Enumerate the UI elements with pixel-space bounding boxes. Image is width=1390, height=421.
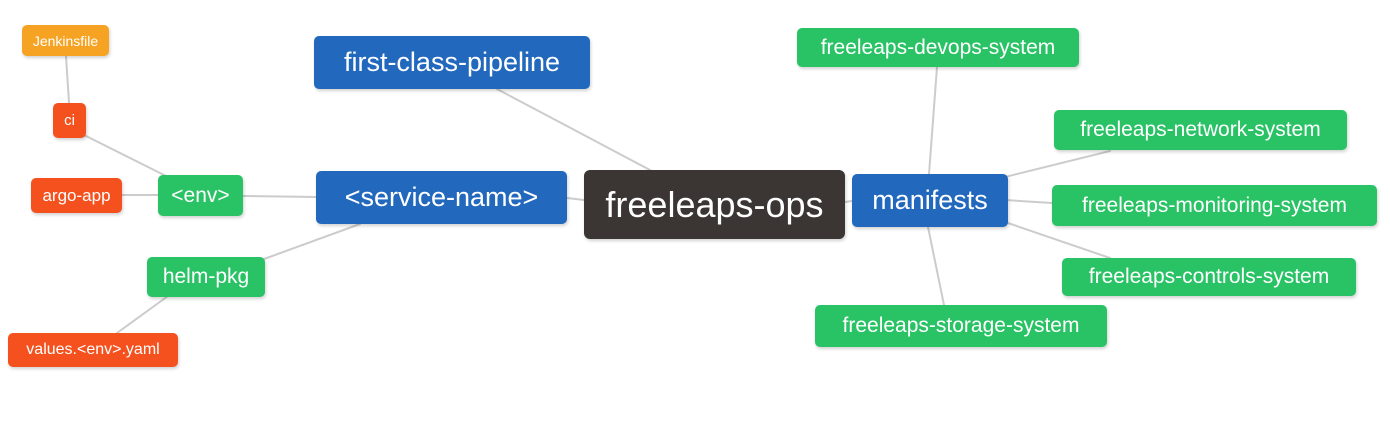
node-freeleaps-storage-system[interactable]: freeleaps-storage-system	[815, 305, 1107, 347]
edge-service-name-helm-pkg	[263, 223, 361, 260]
node-freeleaps-ops[interactable]: freeleaps-ops	[584, 170, 845, 239]
edge-manifests-devops-system	[928, 66, 938, 175]
node-argo-app[interactable]: argo-app	[31, 178, 122, 213]
node-freeleaps-monitoring-system[interactable]: freeleaps-monitoring-system	[1052, 185, 1377, 226]
node-env[interactable]: <env>	[158, 175, 243, 216]
node-freeleaps-devops-system[interactable]: freeleaps-devops-system	[797, 28, 1079, 67]
edge-freeleaps-ops-manifests	[844, 200, 853, 203]
edge-manifests-controls-system	[1004, 221, 1111, 259]
node-jenkinsfile[interactable]: Jenkinsfile	[22, 25, 109, 56]
node-freeleaps-controls-system[interactable]: freeleaps-controls-system	[1062, 258, 1356, 296]
edge-manifests-monitoring-system	[1004, 199, 1053, 204]
node-ci[interactable]: ci	[53, 103, 86, 138]
node-values-env-yaml[interactable]: values.<env>.yaml	[8, 333, 178, 367]
edge-manifests-storage-system	[927, 226, 945, 306]
node-first-class-pipeline[interactable]: first-class-pipeline	[314, 36, 590, 89]
edge-jenkinsfile-ci	[65, 55, 70, 104]
node-manifests[interactable]: manifests	[852, 174, 1008, 227]
node-freeleaps-network-system[interactable]: freeleaps-network-system	[1054, 110, 1347, 150]
edge-pipeline-freeleaps-ops	[496, 88, 651, 171]
edge-env-service-name	[242, 195, 317, 198]
node-service-name[interactable]: <service-name>	[316, 171, 567, 224]
edge-helm-pkg-values	[116, 295, 169, 334]
edge-service-name-freeleaps-ops	[566, 197, 585, 201]
edge-ci-env	[83, 134, 169, 178]
edge-manifests-network-system	[1004, 150, 1111, 178]
node-helm-pkg[interactable]: helm-pkg	[147, 257, 265, 297]
